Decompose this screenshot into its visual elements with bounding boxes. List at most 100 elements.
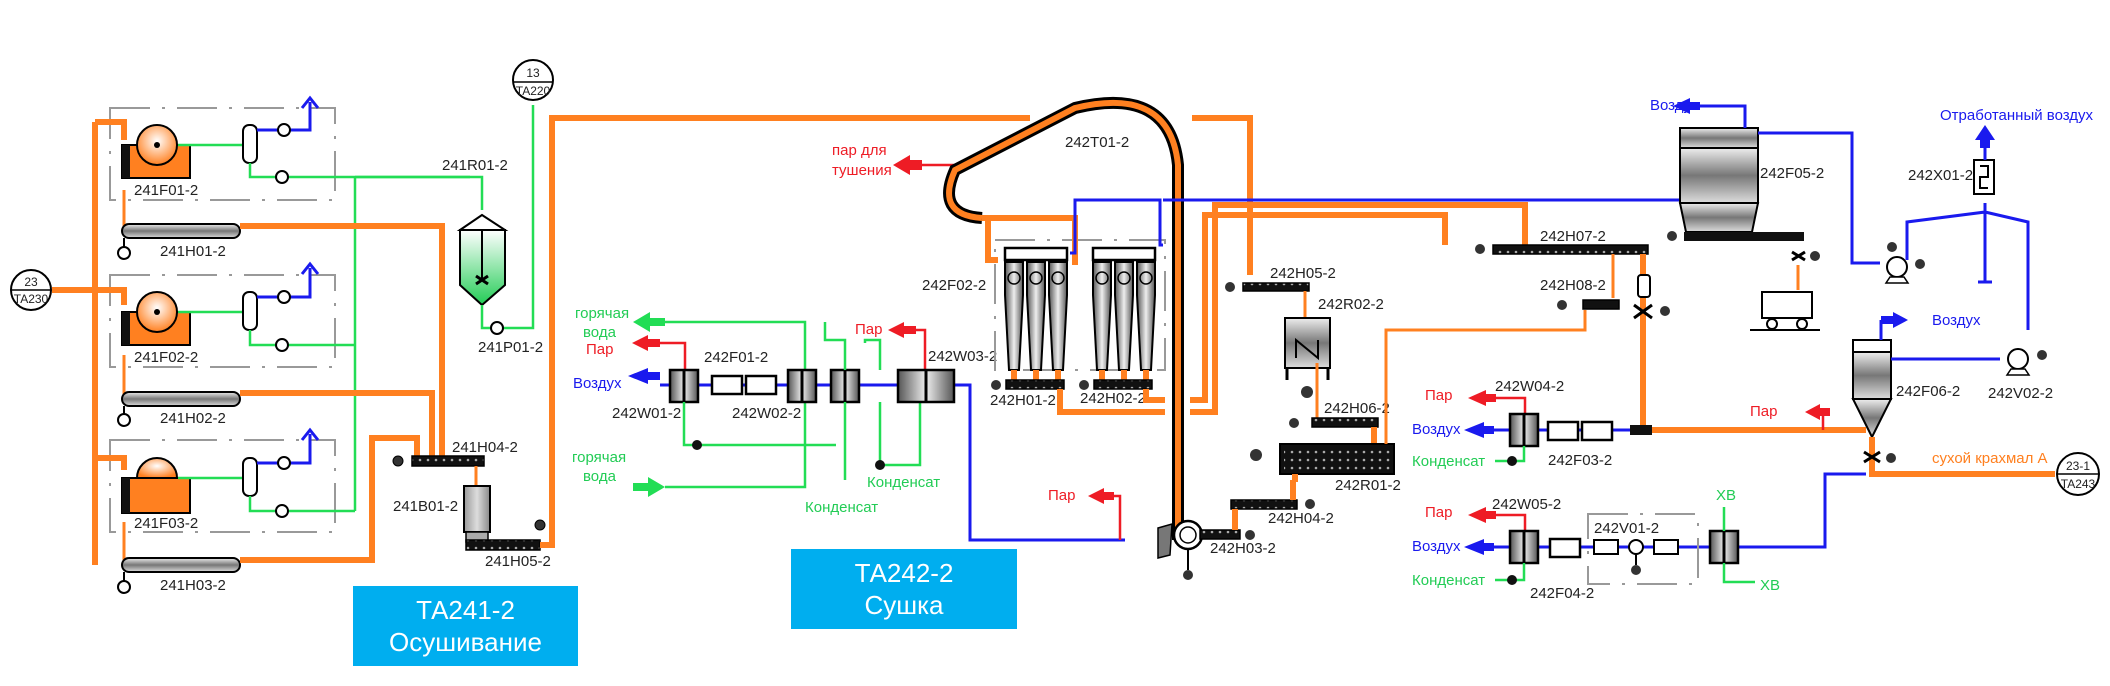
conveyor-h02[interactable]: 241H02-2 <box>117 391 241 427</box>
section-ta241-code: ТА241-2 <box>416 595 515 625</box>
cyclone-group-2[interactable] <box>1091 246 1157 371</box>
cart[interactable] <box>1750 291 1820 331</box>
label-242v01: 242V01-2 <box>1594 520 1659 537</box>
air-in-arrow-baghouse <box>1673 98 1700 114</box>
label-t01: 242T01-2 <box>1065 134 1129 151</box>
hot-water-in-arrow <box>633 477 665 497</box>
dry-starch-line <box>1869 437 2055 477</box>
fan-exhaust[interactable] <box>1884 242 1925 284</box>
heater-242w05[interactable] <box>1508 529 1540 565</box>
label-242f03: 242F03-2 <box>1548 452 1612 469</box>
screw-242h06[interactable]: 242H06-2 <box>1289 400 1390 428</box>
screw-h04[interactable]: 241H04-2 <box>392 439 518 467</box>
scrubber-242x01[interactable]: 242X01-2 <box>1908 159 1995 195</box>
condensate-line-w04 <box>1495 446 1526 463</box>
w02-water-lines <box>823 322 922 480</box>
cyclone-discharge <box>1011 370 1149 382</box>
label-air-baghouse: Воздух <box>1650 97 1699 114</box>
label-hot-water-in: горячая <box>572 449 626 466</box>
connector-ta230[interactable]: 23 TA230 <box>10 269 52 311</box>
h04-transfer <box>1232 480 1296 530</box>
steam-line-w03 <box>916 328 927 372</box>
label-hot-water-out: горячая <box>575 305 629 322</box>
trap-w04 <box>1507 456 1517 466</box>
steam-line-w04 <box>1496 396 1527 418</box>
screw-242h05[interactable]: 242H05-2 <box>1225 265 1336 292</box>
rotary-valve-f06[interactable] <box>1863 450 1896 464</box>
cyclone-air-out <box>1070 198 1690 255</box>
label-steam-6: Пар <box>1425 504 1452 521</box>
screw-242h02[interactable]: 242H02-2 <box>1079 379 1153 407</box>
label-quench-steam-2: тушения <box>832 162 892 179</box>
section-ta241[interactable]: ТА241-2 Осушивание <box>353 586 578 666</box>
fan-242v02[interactable]: 242V02-2 <box>1988 348 2053 402</box>
connector-ta230-code: TA230 <box>14 292 49 306</box>
cyclone-242f06[interactable]: 242F06-2 <box>1851 339 1960 440</box>
air-in-arrow-1 <box>628 368 660 384</box>
filter-242f04[interactable]: 242F04-2 <box>1530 537 1594 602</box>
product-to-dryer-line <box>540 115 1030 548</box>
label-w02: 242W02-2 <box>732 405 801 422</box>
cyclone-group-1[interactable] <box>1003 246 1069 371</box>
separator-group-2 <box>178 261 355 352</box>
blower-box <box>1587 513 1699 585</box>
label-242h01: 242H01-2 <box>990 392 1056 409</box>
heater-w01[interactable]: 242W01-2 <box>612 368 700 422</box>
valve-h07[interactable] <box>1633 274 1670 320</box>
baghouse-air-out <box>1700 104 1880 265</box>
connector-ta230-num: 23 <box>24 275 38 289</box>
label-condensate-4: Конденсат <box>1412 572 1485 589</box>
steam-in-arrow-4 <box>1468 390 1496 406</box>
heater-w03[interactable]: 242W03-2 <box>896 348 997 404</box>
trap-1 <box>692 440 702 450</box>
air-arrow-cyclone <box>1881 312 1908 328</box>
baghouse-242f05[interactable]: 242F05-2 <box>1667 127 1824 241</box>
connector-ta243[interactable]: 23-1 TA243 <box>2056 452 2100 496</box>
label-242x01: 242X01-2 <box>1908 167 1973 184</box>
vacuum-filter-f02[interactable]: 241F02-2 <box>121 291 198 366</box>
bin-b01[interactable]: 241B01-2 <box>393 485 491 543</box>
blower-242v01[interactable]: 242V01-2 <box>1593 520 1679 575</box>
screw-242h01[interactable]: 242H01-2 <box>990 379 1065 409</box>
screw-242h08[interactable]: 242H08-2 <box>1540 277 1620 310</box>
vacuum-filter-f03[interactable]: 241F03-2 <box>121 457 198 532</box>
mill-242r02[interactable]: 242R02-2 <box>1284 296 1384 398</box>
conveyor-h01[interactable]: 241H01-2 <box>117 223 241 260</box>
label-air-3: Воздух <box>1412 538 1461 555</box>
heater-242w04[interactable] <box>1508 412 1540 448</box>
screw-242h04[interactable]: 242H04-2 <box>1230 499 1334 527</box>
hot-water-out-arrow <box>633 312 665 332</box>
connector-ta243-num: 23-1 <box>2066 459 2090 473</box>
label-exhaust-air: Отработанный воздух <box>1940 107 2094 124</box>
screw-242h07[interactable]: 242H07-2 <box>1475 228 1649 255</box>
rotary-valve-f05[interactable] <box>1791 250 1820 262</box>
separator-group-3 <box>178 427 355 518</box>
cyclone-air-lines <box>1879 320 2000 361</box>
h08-return <box>1384 310 1587 444</box>
filter-242f01[interactable]: 242F01-2 <box>704 349 778 396</box>
label-air-2: Воздух <box>1412 421 1461 438</box>
conveyor-h03[interactable]: 241H03-2 <box>117 557 241 594</box>
filter-242f03[interactable]: 242F03-2 <box>1546 420 1614 469</box>
feeder-242h03[interactable]: 242H03-2 <box>1157 519 1276 580</box>
label-steam-1: Пар <box>586 341 613 358</box>
flash-dryer-t01[interactable]: 242T01-2 <box>943 96 1184 540</box>
label-h04: 241H04-2 <box>452 439 518 456</box>
product-feed-line <box>52 119 127 565</box>
label-h02: 241H02-2 <box>160 410 226 427</box>
label-242w05: 242W05-2 <box>1492 496 1561 513</box>
dryer-return-line <box>1192 115 1253 275</box>
pump-p01[interactable] <box>490 321 504 335</box>
trap-w05 <box>1507 575 1517 585</box>
ring-dryer-242r01[interactable]: 242R01-2 <box>1250 443 1401 494</box>
connector-ta220[interactable]: 13 TA220 <box>512 59 554 101</box>
label-air-cyclone: Воздух <box>1932 312 1981 329</box>
label-242w04: 242W04-2 <box>1495 378 1564 395</box>
section-ta242[interactable]: ТА242-2 Сушка <box>791 549 1017 629</box>
reactor-r01[interactable] <box>456 213 509 307</box>
vacuum-filter-f01[interactable]: 241F01-2 <box>121 124 198 199</box>
cooler-xv[interactable] <box>1708 529 1740 565</box>
label-b01: 241B01-2 <box>393 498 458 515</box>
w01-condensate <box>682 402 836 447</box>
